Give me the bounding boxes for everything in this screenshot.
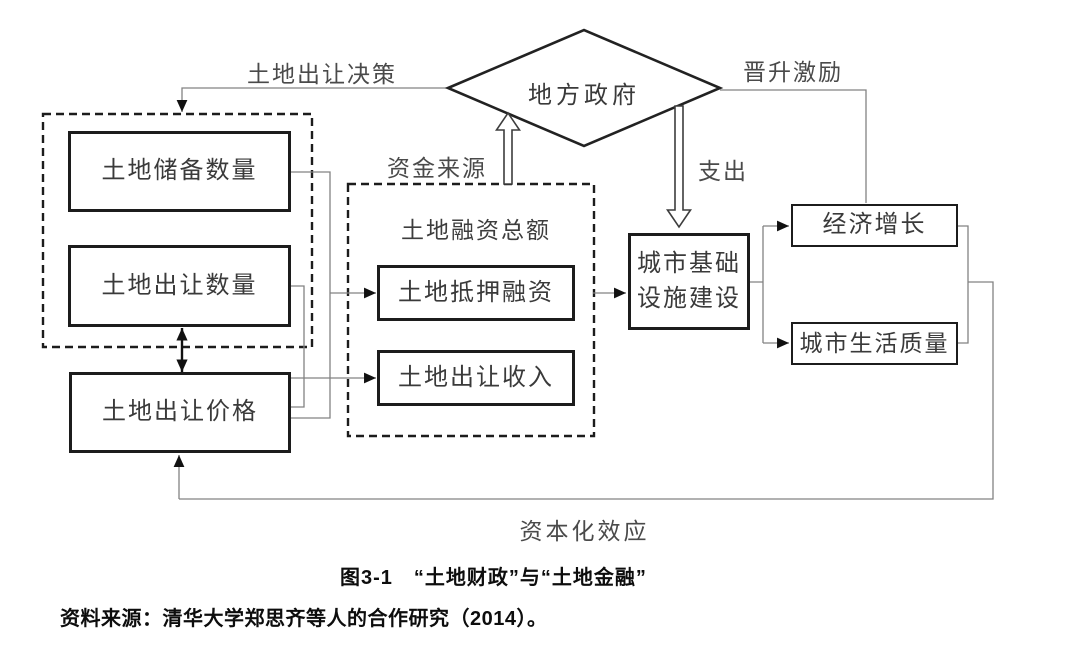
node-local-government: 地方政府	[528, 82, 640, 109]
node-land-transfer-quantity: 土地出让数量	[68, 245, 291, 327]
urban-infrastructure-line1: 城市基础	[637, 250, 741, 278]
node-land-transfer-price: 土地出让价格	[69, 372, 291, 453]
figure-caption: 图3-1 “土地财政”与“土地金融”	[340, 567, 647, 589]
edge-reserve-to-price	[290, 171, 331, 419]
funding-source-arrow-up	[494, 111, 522, 185]
node-urban-infrastructure: 城市基础 设施建设	[628, 233, 750, 330]
edge-capitalization-feedback	[179, 281, 994, 500]
expenditure-arrow-down	[665, 105, 693, 229]
label-funding-source: 资金来源	[387, 155, 487, 181]
node-land-reserve-quantity: 土地储备数量	[68, 131, 291, 212]
urban-infrastructure-line2: 设施建设	[637, 284, 741, 312]
label-promotion-incentive: 晋升激励	[743, 59, 843, 85]
node-land-mortgage-financing: 土地抵押融资	[377, 265, 575, 321]
edge-outcomes-bracket	[957, 225, 969, 344]
land-financing-group-frame	[346, 182, 596, 438]
node-economic-growth: 经济增长	[791, 204, 958, 247]
land-supply-group-frame	[41, 112, 314, 349]
label-expenditure: 支出	[698, 158, 748, 184]
label-capitalization-effect: 资本化效应	[519, 518, 650, 544]
edge-promotion-incentive	[720, 89, 867, 203]
local-government-diamond	[444, 28, 724, 148]
edge-infrastructure-split	[750, 226, 764, 343]
node-urban-life-quality: 城市生活质量	[791, 322, 958, 365]
label-land-transfer-decision: 土地出让决策	[247, 61, 397, 87]
edge-quantity-to-price	[290, 285, 305, 408]
edge-land-transfer-decision	[176, 87, 448, 112]
label-land-financing-total: 土地融资总额	[401, 217, 551, 243]
source-note: 资料来源：清华大学郑思齐等人的合作研究（2014）。	[60, 608, 548, 630]
node-land-transfer-revenue: 土地出让收入	[377, 350, 575, 406]
